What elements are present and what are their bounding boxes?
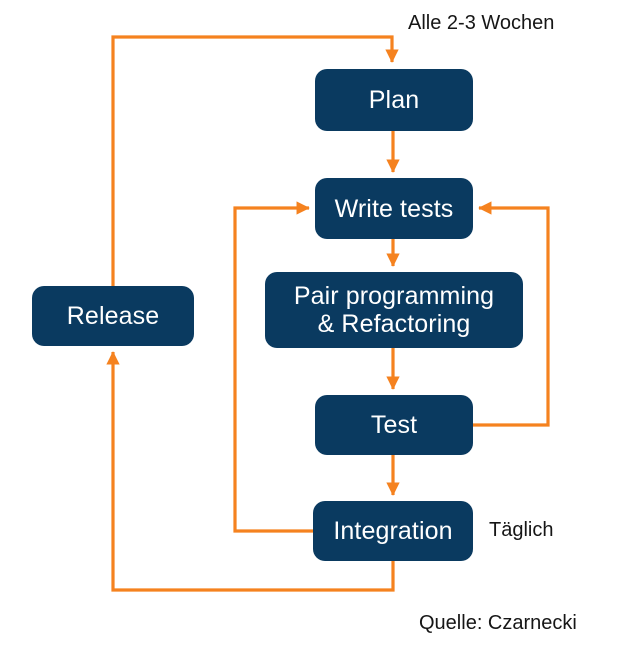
node-integration[interactable]: Integration [313,501,473,561]
node-test[interactable]: Test [315,395,473,455]
node-pair-programming[interactable]: Pair programming & Refactoring [265,272,523,348]
edge-integration-to-release [106,351,395,592]
node-write-tests[interactable]: Write tests [315,178,473,239]
node-release[interactable]: Release [32,286,194,346]
edge-release-to-plan [111,35,399,286]
node-plan-label: Plan [368,86,420,114]
node-test-label: Test [370,411,418,439]
node-integration-label: Integration [333,517,453,545]
node-plan[interactable]: Plan [315,69,473,131]
node-release-label: Release [66,302,160,330]
node-pair-programming-label: Pair programming & Refactoring [293,282,495,338]
node-write-tests-label: Write tests [334,194,454,223]
annotation-source: Quelle: Czarnecki [419,612,577,634]
edge-test-to-write-tests [473,201,550,427]
edge-integration-to-write-tests [233,201,313,533]
annotation-cadence: Alle 2-3 Wochen [408,12,555,34]
annotation-daily: Täglich [489,519,554,541]
